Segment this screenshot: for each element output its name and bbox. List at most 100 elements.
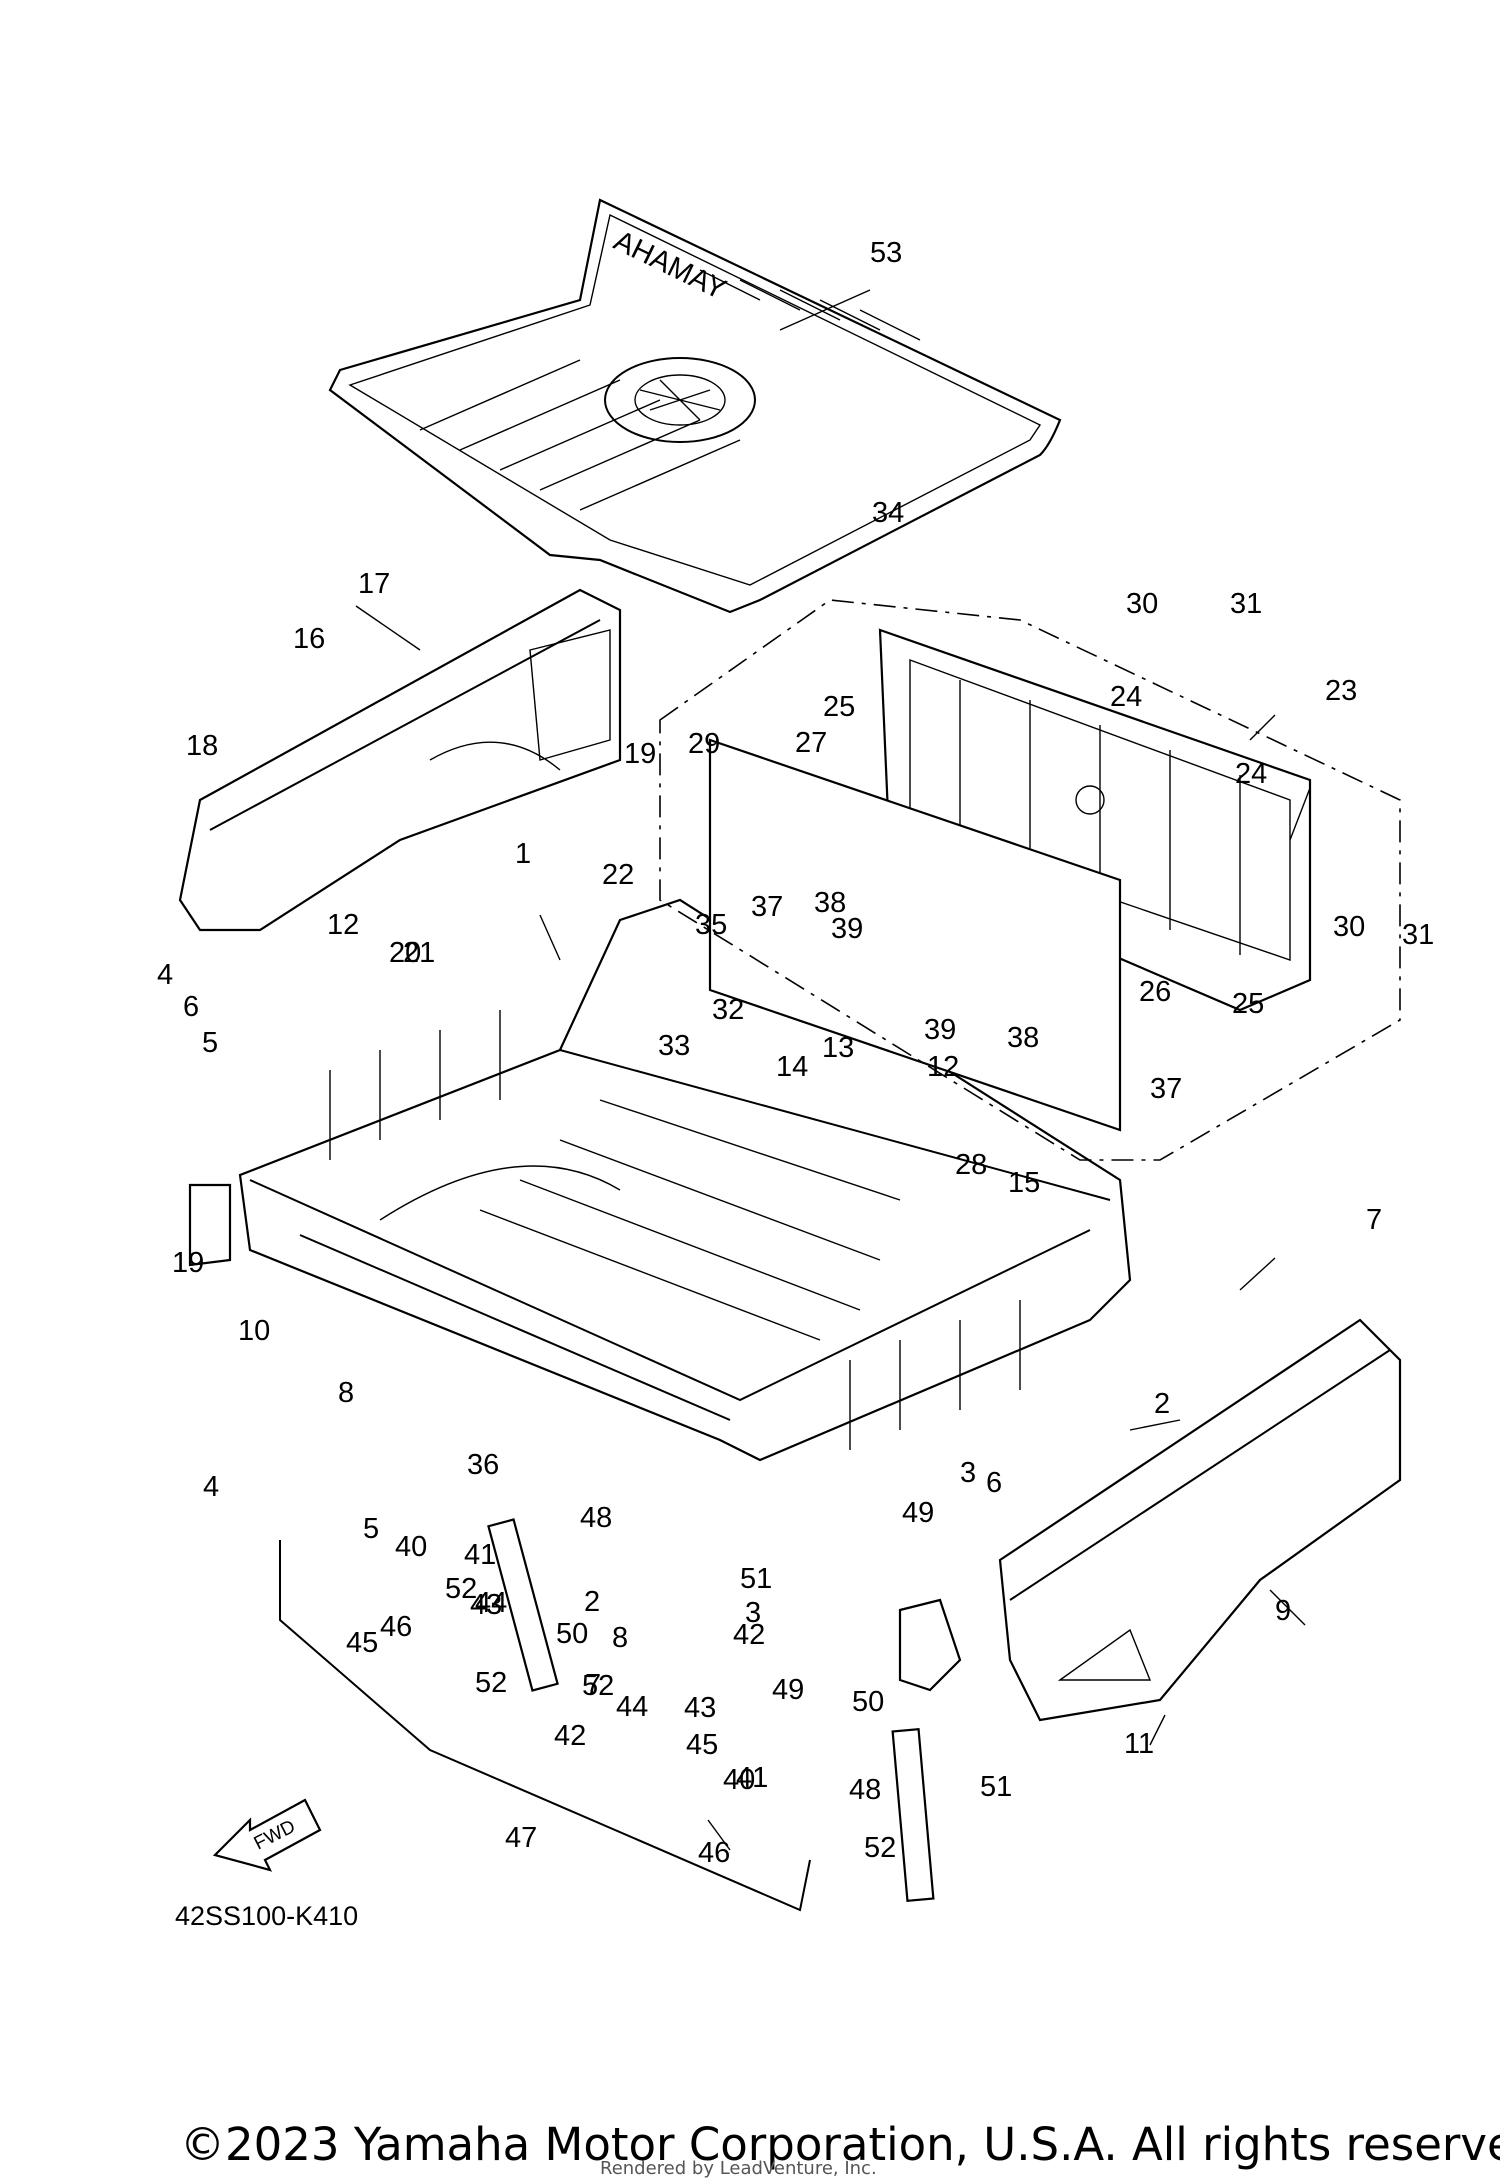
callout-37: 37	[1150, 1073, 1182, 1105]
callout-52: 52	[582, 1670, 614, 1702]
callout-5: 5	[202, 1027, 218, 1059]
callout-29: 29	[688, 728, 720, 760]
callout-40: 40	[395, 1531, 427, 1563]
callout-15: 15	[1008, 1167, 1040, 1199]
callout-38: 38	[1007, 1022, 1039, 1054]
callout-52: 52	[864, 1832, 896, 1864]
callout-43: 43	[470, 1589, 502, 1621]
callout-49: 49	[902, 1497, 934, 1529]
callout-3: 3	[960, 1457, 976, 1489]
callout-31: 31	[1402, 919, 1434, 951]
callout-49: 49	[772, 1674, 804, 1706]
right-mud-flap	[898, 1598, 962, 1692]
gas-struts	[487, 1518, 935, 1903]
left-side-panel	[178, 588, 622, 932]
callout-7: 7	[585, 1669, 601, 1701]
callout-19: 19	[624, 738, 656, 770]
callout-50: 50	[556, 1618, 588, 1650]
callout-39: 39	[924, 1014, 956, 1046]
callout-7: 7	[1366, 1204, 1382, 1236]
callout-42: 42	[733, 1619, 765, 1651]
callout-24: 24	[1235, 758, 1267, 790]
callout-6: 6	[986, 1467, 1002, 1499]
callout-6: 6	[183, 991, 199, 1023]
callout-24: 24	[1110, 681, 1142, 713]
callout-16: 16	[293, 623, 325, 655]
diagram-code: 42SS100-K410	[175, 1901, 358, 1931]
callout-45: 45	[686, 1729, 718, 1761]
callout-17: 17	[358, 568, 390, 600]
callout-33: 33	[658, 1030, 690, 1062]
callout-12: 12	[327, 909, 359, 941]
callout-20: 20	[389, 937, 421, 969]
callout-18: 18	[186, 730, 218, 762]
callout-4: 4	[157, 959, 173, 991]
callout-30: 30	[1126, 588, 1158, 620]
callout-46: 46	[380, 1611, 412, 1643]
bed-mat: YAMAHA	[328, 198, 1062, 614]
callout-52: 52	[445, 1573, 477, 1605]
callout-12: 12	[927, 1051, 959, 1083]
callout-53: 53	[870, 237, 902, 269]
callout-36: 36	[467, 1449, 499, 1481]
callout-1: 1	[515, 838, 531, 870]
callout-13: 13	[822, 1032, 854, 1064]
callout-8: 8	[612, 1622, 628, 1654]
callout-38: 38	[814, 887, 846, 919]
callout-31: 31	[1230, 588, 1262, 620]
callout-51: 51	[980, 1771, 1012, 1803]
callout-23: 23	[1325, 675, 1357, 707]
callout-44: 44	[616, 1691, 648, 1723]
callout-44: 44	[475, 1587, 507, 1619]
cargo-bed	[238, 898, 1132, 1462]
callout-48: 48	[580, 1502, 612, 1534]
callout-28: 28	[955, 1149, 987, 1181]
callout-39: 39	[831, 913, 863, 945]
fwd-arrow-icon: FWD	[212, 1798, 322, 1872]
callout-30: 30	[1333, 911, 1365, 943]
callout-25: 25	[823, 691, 855, 723]
callout-19: 19	[172, 1247, 204, 1279]
callout-26: 26	[1139, 976, 1171, 1008]
copyright-footer: ©2023 Yamaha Motor Corporation, U.S.A. A…	[180, 2118, 1500, 2171]
left-mud-flap	[188, 1183, 232, 1267]
callout-2: 2	[1154, 1388, 1170, 1420]
callout-22: 22	[602, 859, 634, 891]
callout-21: 21	[403, 937, 435, 969]
callout-14: 14	[776, 1051, 808, 1083]
callout-37: 37	[751, 891, 783, 923]
callout-10: 10	[238, 1315, 270, 1347]
callout-27: 27	[795, 727, 827, 759]
tailgate-panel	[708, 738, 1122, 1132]
callout-47: 47	[505, 1822, 537, 1854]
callout-2: 2	[584, 1586, 600, 1618]
callout-4: 4	[203, 1471, 219, 1503]
callout-8: 8	[338, 1377, 354, 1409]
callout-45: 45	[346, 1627, 378, 1659]
callout-5: 5	[363, 1513, 379, 1545]
callout-52: 52	[475, 1667, 507, 1699]
right-side-panel	[998, 1318, 1402, 1722]
callout-43: 43	[684, 1692, 716, 1724]
stay-rod	[279, 1540, 811, 1912]
callout-9: 9	[1275, 1595, 1291, 1627]
callout-3: 3	[745, 1597, 761, 1629]
callout-48: 48	[849, 1774, 881, 1806]
callout-50: 50	[852, 1686, 884, 1718]
callout-46: 46	[698, 1837, 730, 1869]
callout-40: 40	[723, 1764, 755, 1796]
callout-32: 32	[712, 994, 744, 1026]
callout-35: 35	[695, 909, 727, 941]
callout-41: 41	[736, 1762, 768, 1794]
callout-11: 11	[1124, 1728, 1154, 1760]
callout-42: 42	[554, 1720, 586, 1752]
tailgate-group-outline	[659, 599, 1401, 1161]
callout-34: 34	[872, 497, 904, 529]
rendered-by-note: Rendered by LeadVenture, Inc.	[600, 2158, 877, 2179]
callout-25: 25	[1232, 988, 1264, 1020]
callout-51: 51	[740, 1563, 772, 1595]
leader-lines	[355, 289, 1311, 1851]
callout-41: 41	[464, 1539, 496, 1571]
